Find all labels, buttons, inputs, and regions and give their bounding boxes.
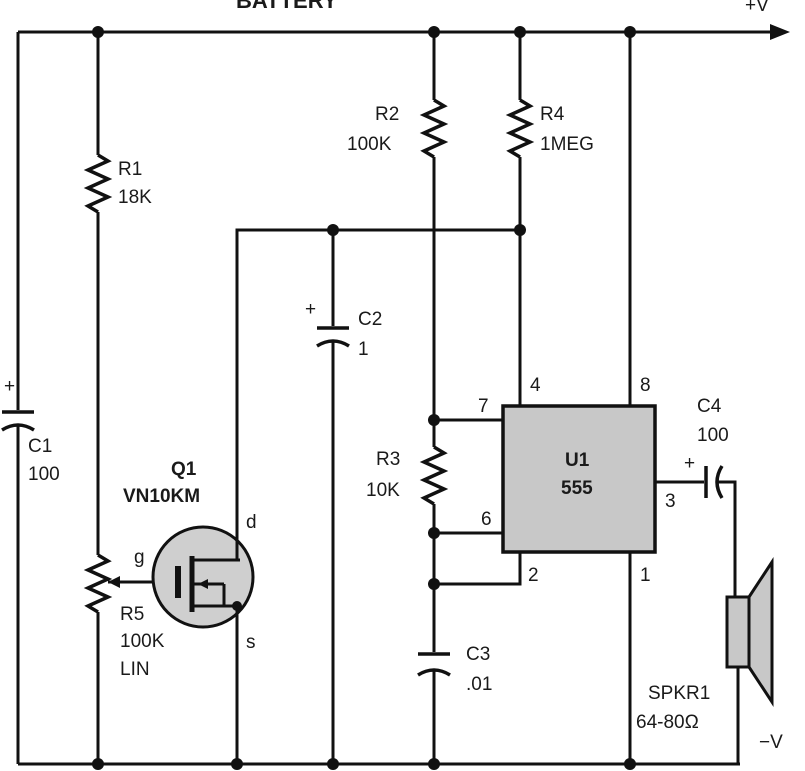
pin-7-label: 7 [478,396,489,417]
q1-gate-label: g [134,547,145,568]
positive-rail [18,24,790,40]
pin-1-label: 1 [640,565,651,586]
c1-value: 100 [28,464,60,485]
r2-ref: R2 [375,104,399,125]
c3-capacitor [417,652,451,764]
r5-value: 100K [120,631,165,652]
pin-2-label: 2 [528,565,539,586]
junction-dots [92,26,636,770]
q1-part: VN10KM [123,486,200,507]
c2-polarity: + [305,299,316,320]
r5-taper: LIN [120,659,150,680]
r5-ref: R5 [120,604,144,625]
c1-polarity: + [4,376,15,397]
r2-resistor [419,32,449,420]
r1-ref: R1 [118,159,142,180]
r2-value: 100K [347,134,392,155]
c2-ref: C2 [358,309,382,330]
u1-chip [501,404,657,554]
pin-3-label: 3 [665,491,676,512]
r4-value: 1MEG [540,134,594,155]
r3-ref: R3 [376,449,400,470]
r1-resistor [83,32,113,555]
c4-capacitor: + [655,453,737,597]
battery-label: BATTERY [236,0,338,13]
c1-capacitor: + [1,32,35,764]
q1-drain-label: d [246,512,257,533]
spkr1-ref: SPKR1 [648,683,710,704]
q1-source-label: s [246,632,256,653]
c3-ref: C3 [466,644,490,665]
c4-polarity: + [684,453,695,474]
c2-capacitor: + [305,230,350,764]
q1-drain-wire [235,228,520,560]
speaker-symbol [725,556,774,764]
pin2-wire [434,552,522,586]
spkr1-value: 64-80Ω [636,712,699,733]
supply-label: +V [745,0,769,16]
c2-value: 1 [358,339,369,360]
c4-value: 100 [697,425,729,446]
c3-value: .01 [466,674,492,695]
pin-6-label: 6 [481,509,492,530]
r4-resistor [505,32,535,406]
r4-ref: R4 [540,104,565,125]
pin-4-label: 4 [530,375,541,396]
q1-ref: Q1 [171,459,197,480]
r3-value: 10K [366,480,400,501]
u1-ref: U1 [565,450,590,471]
r1-value: 18K [118,187,152,208]
pin-8-label: 8 [640,375,651,396]
u1-part: 555 [561,478,593,499]
q1-mosfet [151,525,255,629]
c1-ref: C1 [28,436,52,457]
ground-label: −V [759,732,783,753]
c4-ref: C4 [697,396,722,417]
